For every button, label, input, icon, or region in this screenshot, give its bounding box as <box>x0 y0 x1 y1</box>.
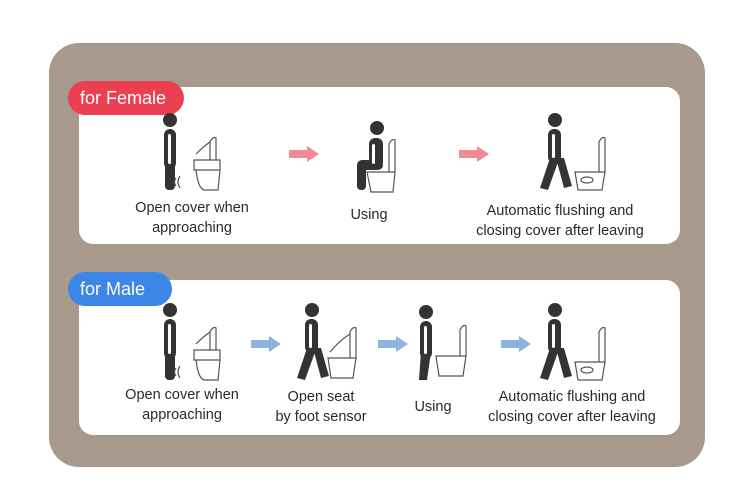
caption-line: Automatic flushing and <box>498 389 646 405</box>
female-step2-caption: Using <box>350 205 387 225</box>
male-step3-caption: Using <box>414 397 451 417</box>
arrow-right-icon <box>459 146 489 167</box>
caption-line: Open cover when <box>125 387 239 403</box>
male-step4-caption: Automatic flushing and closing cover aft… <box>488 387 656 427</box>
caption-line: closing cover after leaving <box>488 409 656 425</box>
male-tag: for Male <box>68 272 172 306</box>
arrow-right-icon <box>289 146 319 167</box>
walking-person-toilet-icon <box>297 303 357 380</box>
arrow-right-icon <box>251 336 281 357</box>
standing-person-icon <box>419 305 467 380</box>
caption-line: Open seat <box>287 389 355 405</box>
arrow-right-icon <box>501 336 531 357</box>
caption-line: Using <box>414 399 452 415</box>
caption-line: Open cover when <box>135 200 249 216</box>
walking-person-toilet-icon <box>540 113 606 191</box>
walking-person-toilet-icon <box>540 303 606 381</box>
caption-line: Automatic flushing and <box>486 203 634 219</box>
arrow-right-icon <box>378 336 408 357</box>
caption-line: Using <box>350 207 388 223</box>
caption-line: approaching <box>142 407 222 423</box>
caption-line: approaching <box>152 220 232 236</box>
standing-person-toilet-icon <box>163 113 221 191</box>
male-step2-caption: Open seat by foot sensor <box>275 387 366 427</box>
caption-line: closing cover after leaving <box>476 223 644 239</box>
female-step3-caption: Automatic flushing and closing cover aft… <box>476 201 644 241</box>
male-step1-caption: Open cover when approaching <box>125 385 239 425</box>
sitting-person-icon <box>357 121 396 193</box>
male-panel <box>79 280 680 435</box>
caption-line: by foot sensor <box>275 409 367 425</box>
standing-person-toilet-icon <box>163 303 221 381</box>
female-step1-caption: Open cover when approaching <box>135 198 249 238</box>
female-tag: for Female <box>68 81 184 115</box>
